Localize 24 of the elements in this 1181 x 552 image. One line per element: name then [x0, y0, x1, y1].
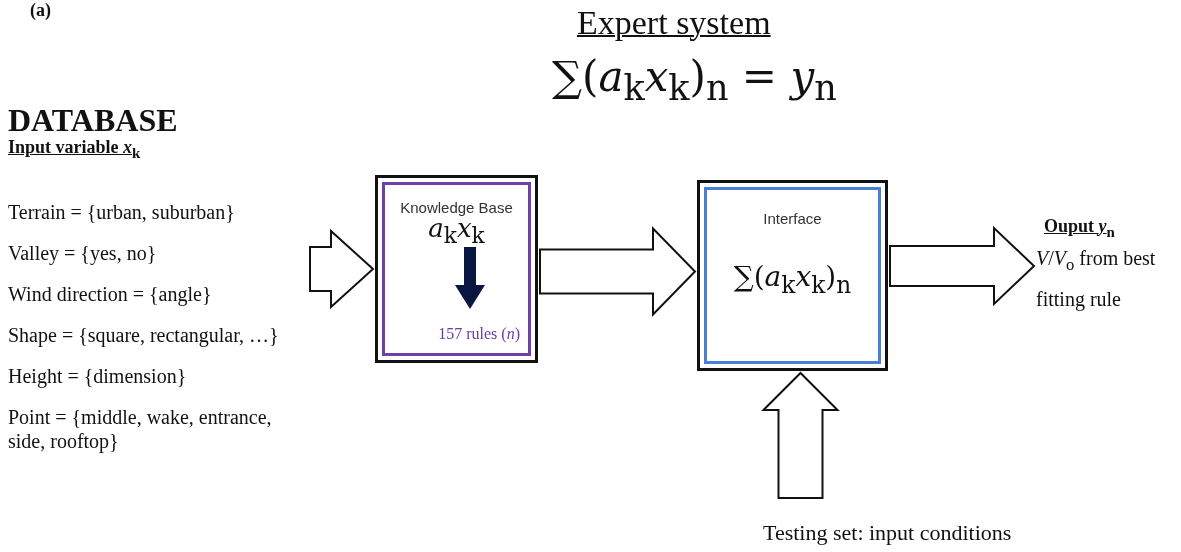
subheading: Input variable x$_{k}$ — [8, 137, 142, 162]
box-title: Knowledge Base — [399, 199, 514, 216]
heading: DATABASE — [8, 103, 179, 137]
variable-text: Point = {middle, wake, entrance, side, rooftop} — [8, 404, 273, 453]
variable-text: Terrain = {urban, suburban} — [8, 199, 236, 224]
variable-text: Wind direction = {angle} — [8, 281, 213, 306]
rule-count: 157 rules (n) — [438, 325, 520, 343]
title: Expert system — [577, 4, 771, 42]
variable-text: Valley = {yes, no} — [8, 240, 158, 265]
panel-tag: (a) — [30, 0, 51, 21]
knowledge-base-box — [375, 175, 538, 363]
caption-text: Testing set: input conditions — [763, 520, 1013, 546]
formula: ∑(a$_{k}$x$_{k}$)$_{n}$ — [732, 260, 853, 299]
block-arrow — [309, 228, 375, 310]
output-heading: Ouput y$_{n}$ — [1044, 216, 1116, 241]
formula: ∑(a$_{k}$x$_{k}$)$_{n}$ = y$_{n}$ — [552, 52, 837, 109]
output-description: V/V$_{o}$ from best fitting rule — [1036, 245, 1157, 313]
variable-text: Height = {dimension} — [8, 363, 188, 388]
variable-text: Shape = {square, rectangular, …} — [8, 322, 280, 347]
block-arrow — [889, 225, 1036, 307]
box-title: Interface — [762, 210, 823, 227]
block-arrow — [761, 371, 840, 499]
interface-box — [697, 180, 888, 371]
block-arrow — [539, 226, 697, 317]
